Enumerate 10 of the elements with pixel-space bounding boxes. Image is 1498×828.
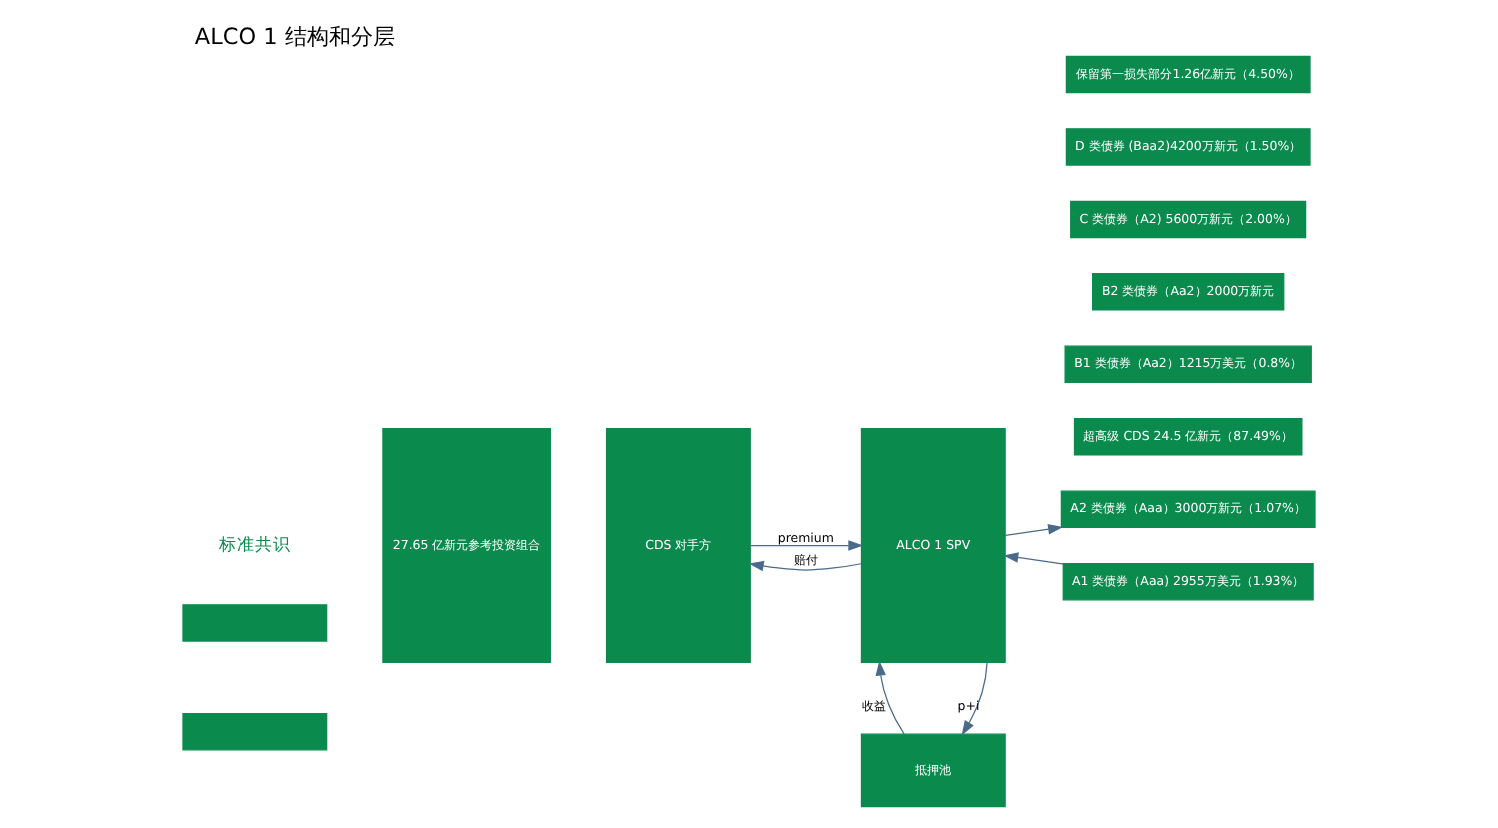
arrow <box>1003 552 1064 565</box>
arrow <box>749 540 864 551</box>
arrow <box>961 661 988 736</box>
label: 标准共识 <box>218 536 291 557</box>
arrow <box>748 560 862 572</box>
arrow <box>875 660 905 735</box>
diagram-title: ALCO 1 结构和分层 <box>194 24 395 51</box>
node-box <box>182 604 328 642</box>
arrow <box>1004 523 1064 536</box>
node-box <box>182 712 328 751</box>
